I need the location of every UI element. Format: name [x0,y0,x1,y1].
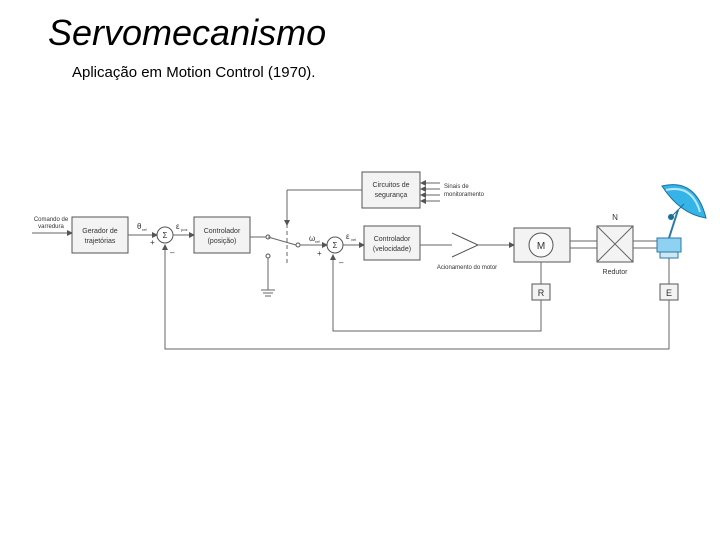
sum2-minus: – [339,258,344,267]
position-controller-line1: Controlador [204,228,241,235]
switch-contact-out [295,242,301,248]
eps-pos-symbol: ε [176,222,180,231]
sum2-symbol: Σ [333,241,338,250]
velocity-controller-line2: (velocidade) [373,246,411,253]
omega-ref-subscript: ref [315,239,321,244]
velocity-feedback-loop [330,254,542,332]
sensor-r-label: R [538,288,545,298]
antenna-icon [656,184,707,259]
slide-subtitle: Aplicação em Motion Control (1970). [72,64,316,81]
motor-symbol [528,232,554,258]
input-label-line1: Comando de [34,217,69,223]
eps-vel-subscript: vel [351,237,356,242]
position-controller-line2: (posição) [208,238,237,245]
reducer-label: Redutor [603,269,629,276]
sensor-e-label: E [666,288,672,298]
velocity-controller-line1: Controlador [374,236,411,243]
motor-letter: M [537,241,545,252]
monitor-signals-line1: Sinais de [444,184,469,190]
reducer-n-label: N [612,213,618,222]
eps-vel-symbol: ε [346,232,350,241]
theta-ref-subscript: ref [142,227,148,232]
slide-title: Servomecanismo [48,12,327,53]
switch-contact-ground [265,253,271,259]
input-label-line2: varredura [38,224,64,230]
velocity-controller-block [363,225,421,261]
sum2-plus: + [317,249,322,258]
monitor-signals-line2: monitoramento [444,192,485,198]
trajectory-generator-line1: Gerador de [82,228,118,235]
motor-drive-label: Acionamento do motor [437,265,497,271]
position-feedback-loop [162,244,670,350]
trajectory-generator-line2: trajetórias [85,238,116,245]
theta-ref-symbol: θ [137,222,142,231]
switch-blade [267,236,297,246]
eps-pos-subscript: pos [181,227,187,232]
sum1-plus: + [150,238,155,247]
reducer-cross2 [596,225,634,263]
safety-circuits-line2: segurança [375,192,408,199]
position-controller-block [193,216,251,254]
sum1-minus: – [170,248,175,257]
trajectory-generator-block [71,216,129,254]
safety-circuits-line1: Circuitos de [373,182,410,189]
motor-drive-amplifier [451,232,480,258]
sum1-symbol: Σ [163,231,168,240]
omega-ref-symbol: ω [309,234,315,243]
safety-circuits-block [361,171,421,209]
